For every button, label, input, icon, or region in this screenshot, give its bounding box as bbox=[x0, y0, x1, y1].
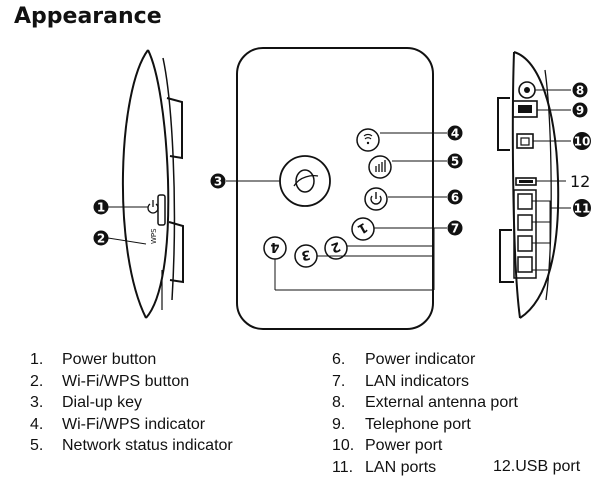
wps-label-icon: WPS bbox=[150, 228, 158, 244]
callout-12: 12 bbox=[570, 172, 590, 191]
power-button-icon bbox=[147, 200, 159, 214]
svg-text:5: 5 bbox=[451, 155, 459, 169]
svg-text:3: 3 bbox=[300, 246, 312, 262]
svg-text:1: 1 bbox=[355, 219, 370, 237]
legend-item: 11.LAN ports bbox=[332, 458, 437, 476]
svg-text:2: 2 bbox=[97, 232, 105, 246]
lan-indicator-3: 3 bbox=[294, 244, 318, 268]
legend-item: 8.External antenna port bbox=[332, 394, 518, 412]
legend-item-usb-port: 12.USB port bbox=[493, 458, 581, 475]
legend-item: 6.Power indicator bbox=[332, 351, 476, 368]
network-status-indicator-icon bbox=[368, 155, 392, 179]
left-side-view bbox=[121, 49, 184, 319]
callout-8: 8 bbox=[572, 82, 588, 98]
legend-item: 9.Telephone port bbox=[332, 415, 471, 433]
callout-10: 10 bbox=[573, 132, 591, 150]
callout-9: 9 bbox=[572, 102, 588, 118]
device-front-body bbox=[236, 47, 434, 330]
svg-text:11: 11 bbox=[574, 202, 591, 216]
lan-indicator-1: 1 bbox=[351, 217, 375, 241]
callout-11: 11 bbox=[573, 199, 591, 217]
svg-text:9: 9 bbox=[576, 104, 584, 118]
svg-text:4: 4 bbox=[270, 239, 279, 254]
legend-item: 1.Power button bbox=[30, 351, 157, 368]
legend-item: 10.Power port bbox=[332, 437, 443, 455]
callout-6: 6 bbox=[447, 189, 463, 205]
usb-port-icon bbox=[515, 177, 537, 186]
legend-right: 6.Power indicator 7.LAN indicators 8.Ext… bbox=[332, 349, 518, 479]
legend-item: 4.Wi-Fi/WPS indicator bbox=[30, 415, 206, 433]
svg-text:1: 1 bbox=[97, 201, 105, 215]
legend-item: 2.Wi-Fi/WPS button bbox=[30, 372, 190, 390]
wifi-wps-indicator-icon bbox=[356, 128, 380, 152]
dial-up-key-icon[interactable] bbox=[279, 155, 331, 207]
telephone-port-icon bbox=[512, 100, 538, 118]
svg-text:4: 4 bbox=[451, 127, 459, 141]
legend-left: 1.Power button 2.Wi-Fi/WPS button 3.Dial… bbox=[30, 349, 233, 457]
lan-ports-icon bbox=[513, 189, 537, 279]
legend-item: 3.Dial-up key bbox=[30, 394, 143, 412]
front-view: 1 2 3 4 bbox=[236, 47, 434, 330]
lan-indicator-4: 4 bbox=[263, 236, 287, 260]
legend-item: 5.Network status indicator bbox=[30, 437, 233, 455]
callout-4: 4 bbox=[447, 125, 463, 141]
legend-item: 7.LAN indicators bbox=[332, 372, 470, 390]
svg-text:12: 12 bbox=[570, 172, 590, 191]
svg-text:8: 8 bbox=[576, 84, 584, 98]
power-port-icon bbox=[516, 133, 534, 149]
callout-2: 2 bbox=[93, 230, 109, 246]
page-title: Appearance bbox=[14, 4, 162, 29]
callout-3: 3 bbox=[210, 173, 226, 189]
external-antenna-port-icon bbox=[518, 81, 536, 99]
svg-text:2: 2 bbox=[329, 238, 343, 255]
svg-text:10: 10 bbox=[574, 135, 591, 149]
callout-5: 5 bbox=[447, 153, 463, 169]
svg-text:6: 6 bbox=[451, 191, 459, 205]
svg-text:3: 3 bbox=[214, 175, 222, 189]
right-side-view bbox=[497, 51, 560, 319]
callout-7: 7 bbox=[447, 220, 463, 236]
power-indicator-icon bbox=[364, 187, 388, 211]
svg-text:7: 7 bbox=[451, 222, 459, 236]
callout-1: 1 bbox=[93, 199, 109, 215]
